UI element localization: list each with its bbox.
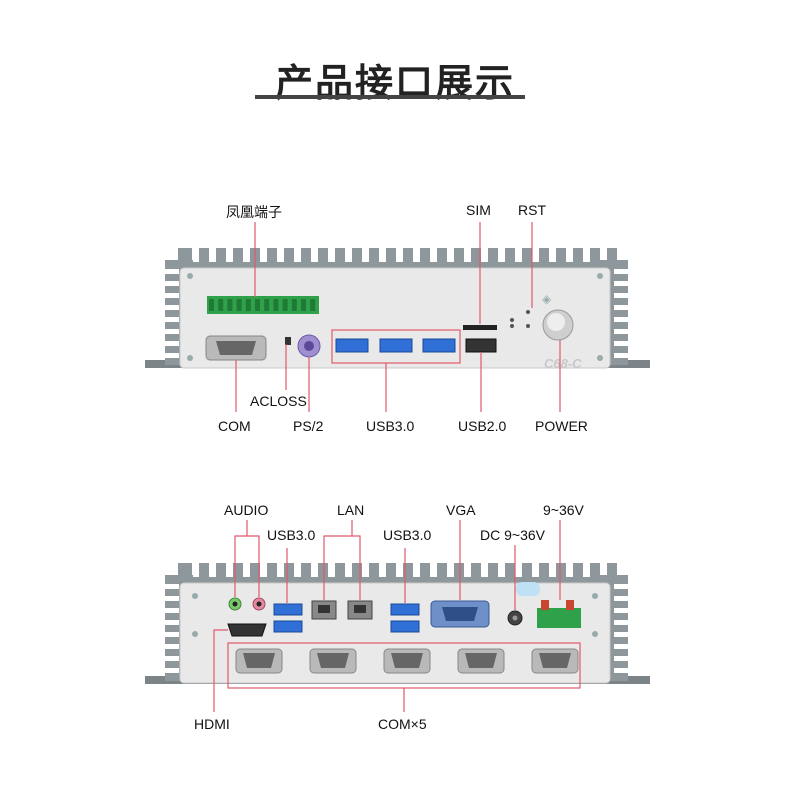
com-ports-row (235, 648, 579, 674)
label-usb3-front: USB3.0 (366, 418, 415, 434)
vga-port (430, 600, 490, 628)
acloss-switch (285, 337, 291, 345)
front-com-port (205, 335, 267, 361)
label-hdmi: HDMI (194, 716, 230, 732)
label-lan: LAN (337, 502, 365, 518)
usb3-callout-box (331, 329, 461, 364)
com-port (531, 648, 579, 674)
label-dc: DC 9~36V (480, 527, 545, 543)
phoenix-terminal-block (207, 296, 319, 314)
sim-slot (463, 325, 497, 330)
hdmi-port (227, 623, 267, 637)
label-acloss: ACLOSS (250, 393, 307, 409)
svg-text:◈: ◈ (542, 292, 552, 306)
label-com: COM (218, 418, 251, 434)
label-usb2: USB2.0 (458, 418, 507, 434)
label-ps2: PS/2 (293, 418, 324, 434)
front-usb3-ports (335, 338, 456, 353)
label-audio: AUDIO (224, 502, 269, 518)
com-port (383, 648, 431, 674)
com-port (457, 648, 505, 674)
label-vga: VGA (446, 502, 476, 518)
label-rst: RST (518, 202, 546, 218)
label-com5: COM×5 (378, 716, 427, 732)
label-usb3-rear-left: USB3.0 (267, 527, 316, 543)
label-phoenix: 凤凰端子 (226, 205, 282, 221)
label-sim: SIM (466, 202, 491, 218)
com-port (235, 648, 283, 674)
title-underline (255, 95, 525, 99)
label-power: POWER (535, 418, 588, 434)
label-voltage: 9~36V (543, 502, 584, 518)
dc-terminal-block (537, 600, 581, 628)
svg-text:C68-C: C68-C (544, 356, 582, 371)
rear-usb3-left (273, 603, 303, 633)
com-port (309, 648, 357, 674)
label-usb3-rear-right: USB3.0 (383, 527, 432, 543)
rear-usb3-right (390, 603, 420, 633)
